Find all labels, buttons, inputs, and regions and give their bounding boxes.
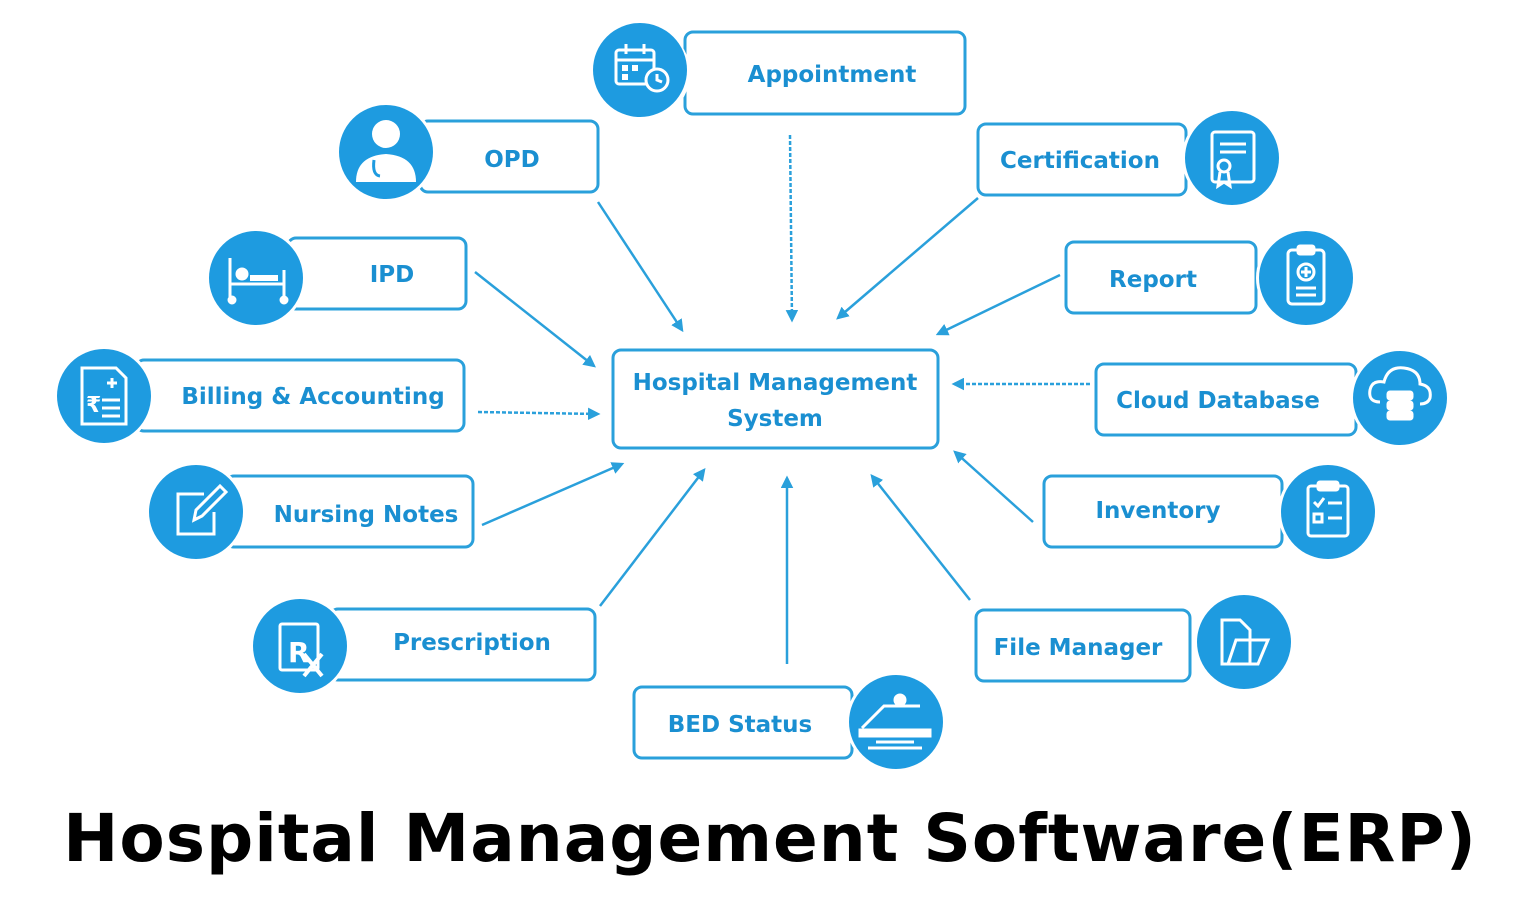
arrow-appointment bbox=[785, 134, 799, 323]
module-label-bed: BED Status bbox=[668, 712, 812, 738]
module-label-report: Report bbox=[1109, 267, 1197, 293]
arrow-nursing bbox=[481, 462, 625, 527]
module-nursing[interactable]: Nursing Notes bbox=[146, 462, 475, 562]
module-report[interactable]: Report bbox=[1064, 228, 1356, 328]
module-filemanager[interactable]: File Manager bbox=[974, 592, 1294, 692]
module-label-opd: OPD bbox=[484, 147, 540, 173]
svg-text:₹: ₹ bbox=[86, 393, 101, 418]
module-inventory[interactable]: Inventory bbox=[1042, 462, 1378, 562]
arrow-certification bbox=[836, 197, 979, 320]
hub-label-line1: Hospital Management bbox=[633, 370, 918, 396]
arrow-filemanager bbox=[870, 474, 971, 601]
connector-arrows bbox=[474, 134, 1090, 664]
module-certification[interactable]: Certification bbox=[976, 108, 1282, 208]
module-opd[interactable]: OPD bbox=[336, 102, 600, 202]
module-label-billing: Billing & Accounting bbox=[181, 384, 444, 410]
arrow-inventory bbox=[953, 450, 1034, 523]
certificate-icon bbox=[1210, 130, 1256, 190]
hub-label-line2: System bbox=[727, 406, 823, 432]
checklist-icon bbox=[1306, 480, 1350, 538]
module-label-filemanager: File Manager bbox=[994, 635, 1163, 661]
module-billing[interactable]: Billing & Accounting ₹ bbox=[54, 346, 466, 446]
arrow-opd bbox=[596, 201, 684, 333]
module-label-cloud: Cloud Database bbox=[1116, 388, 1320, 414]
main-title: Hospital Management Software(ERP) bbox=[63, 800, 1477, 877]
rupee-invoice-icon: ₹ bbox=[80, 366, 128, 426]
module-label-appointment: Appointment bbox=[748, 62, 917, 88]
clipboard-report-icon bbox=[1286, 244, 1326, 306]
svg-text:R: R bbox=[288, 636, 310, 669]
module-appointment[interactable]: Appointment bbox=[590, 23, 967, 123]
module-label-nursing: Nursing Notes bbox=[274, 502, 459, 528]
arrow-ipd bbox=[474, 271, 596, 368]
doctor-icon bbox=[356, 120, 416, 182]
hospital-bed-icon bbox=[858, 693, 932, 750]
arrow-prescription bbox=[599, 468, 706, 607]
module-prescription[interactable]: Prescription R bbox=[250, 596, 597, 696]
patient-bed-icon bbox=[227, 258, 289, 305]
calendar-clock-icon bbox=[614, 44, 670, 93]
module-ipd[interactable]: IPD bbox=[206, 228, 468, 328]
folder-icon bbox=[1220, 618, 1271, 666]
edit-note-icon bbox=[176, 483, 229, 536]
cloud-database-icon bbox=[1368, 366, 1432, 421]
prescription-rx-icon: R bbox=[278, 622, 324, 678]
module-label-ipd: IPD bbox=[370, 262, 415, 288]
module-label-certification: Certification bbox=[1000, 148, 1160, 174]
module-bed[interactable]: BED Status bbox=[632, 672, 946, 772]
arrow-billing bbox=[477, 407, 601, 421]
module-label-prescription: Prescription bbox=[393, 630, 551, 656]
hub-box bbox=[611, 348, 940, 450]
arrow-report bbox=[935, 273, 1061, 336]
module-label-inventory: Inventory bbox=[1095, 498, 1220, 524]
module-cloud[interactable]: Cloud Database bbox=[1094, 348, 1450, 448]
hub-node: Hospital Management System bbox=[611, 348, 940, 450]
